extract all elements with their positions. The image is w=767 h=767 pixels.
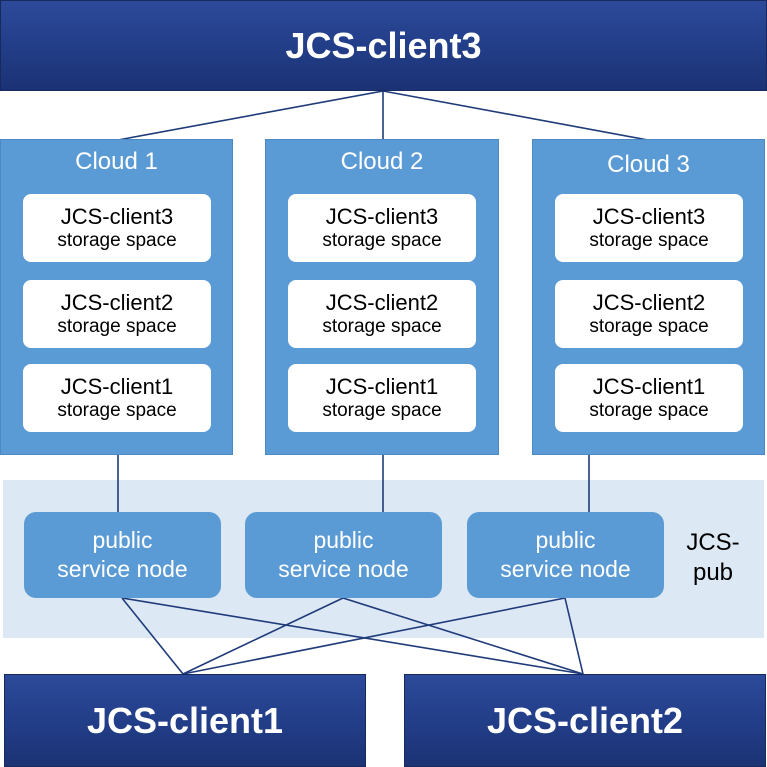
node-line2: service node — [57, 556, 188, 582]
storage-space-box: JCS-client3 storage space — [288, 194, 476, 262]
bottom-client-label: JCS-client2 — [486, 699, 684, 741]
bottom-client-label: JCS-client1 — [86, 699, 284, 741]
link-node1-client2 — [121, 597, 584, 675]
node-line2: service node — [278, 556, 409, 582]
top-client-bar: JCS-client3 — [0, 0, 767, 91]
cloud-title: Cloud 3 — [607, 151, 690, 178]
public-service-node-3: public service node — [467, 512, 664, 598]
node-line1: public — [535, 527, 596, 554]
pub-label-line2: pub — [692, 559, 734, 586]
storage-label: storage space — [57, 229, 177, 251]
node-line1: public — [92, 527, 153, 554]
storage-label: storage space — [322, 229, 442, 251]
storage-space-box: JCS-client1 storage space — [555, 364, 743, 432]
link-node1-client1 — [121, 597, 184, 675]
bottom-client-bar-2: JCS-client2 — [404, 674, 766, 767]
node-line1: public — [313, 527, 374, 554]
storage-client: JCS-client3 — [325, 204, 439, 230]
storage-label: storage space — [589, 229, 709, 251]
storage-client: JCS-client2 — [60, 290, 174, 316]
link-node3-client1 — [182, 597, 566, 675]
storage-space-box: JCS-client2 storage space — [555, 280, 743, 348]
storage-client: JCS-client1 — [325, 374, 439, 400]
storage-client: JCS-client3 — [592, 204, 706, 230]
cloud-title: Cloud 1 — [75, 148, 158, 175]
storage-space-box: JCS-client1 storage space — [23, 364, 211, 432]
jcs-pub-label: JCS- pub — [668, 528, 758, 588]
storage-space-box: JCS-client1 storage space — [288, 364, 476, 432]
link-node3-client2 — [564, 597, 584, 675]
cloud-title: Cloud 2 — [340, 148, 424, 175]
storage-client: JCS-client1 — [60, 374, 174, 400]
link-top-cloud1 — [117, 90, 384, 141]
storage-label: storage space — [322, 315, 442, 337]
cloud-3: Cloud 3 JCS-client3 storage space JCS-cl… — [532, 139, 765, 455]
storage-label: storage space — [589, 315, 709, 337]
cloud-2: Cloud 2 JCS-client3 storage space JCS-cl… — [265, 139, 499, 455]
storage-client: JCS-client2 — [325, 290, 439, 316]
public-service-node-2: public service node — [245, 512, 442, 598]
storage-label: storage space — [589, 399, 709, 421]
storage-label: storage space — [57, 399, 177, 421]
link-node2-client1 — [182, 597, 344, 675]
storage-client: JCS-client3 — [60, 204, 174, 230]
storage-space-box: JCS-client3 storage space — [555, 194, 743, 262]
link-node2-client2 — [342, 597, 584, 675]
storage-space-box: JCS-client2 storage space — [288, 280, 476, 348]
storage-client: JCS-client1 — [592, 374, 706, 400]
pub-label-line1: JCS- — [686, 529, 740, 556]
link-top-cloud3 — [382, 90, 649, 141]
node-line2: service node — [500, 556, 631, 582]
top-client-label: JCS-client3 — [285, 24, 482, 66]
bottom-client-bar-1: JCS-client1 — [4, 674, 366, 767]
storage-client: JCS-client2 — [592, 290, 706, 316]
storage-label: storage space — [322, 399, 442, 421]
storage-label: storage space — [57, 315, 177, 337]
public-service-node-1: public service node — [24, 512, 221, 598]
storage-space-box: JCS-client2 storage space — [23, 280, 211, 348]
storage-space-box: JCS-client3 storage space — [23, 194, 211, 262]
cloud-1: Cloud 1 JCS-client3 storage space JCS-cl… — [0, 139, 233, 455]
